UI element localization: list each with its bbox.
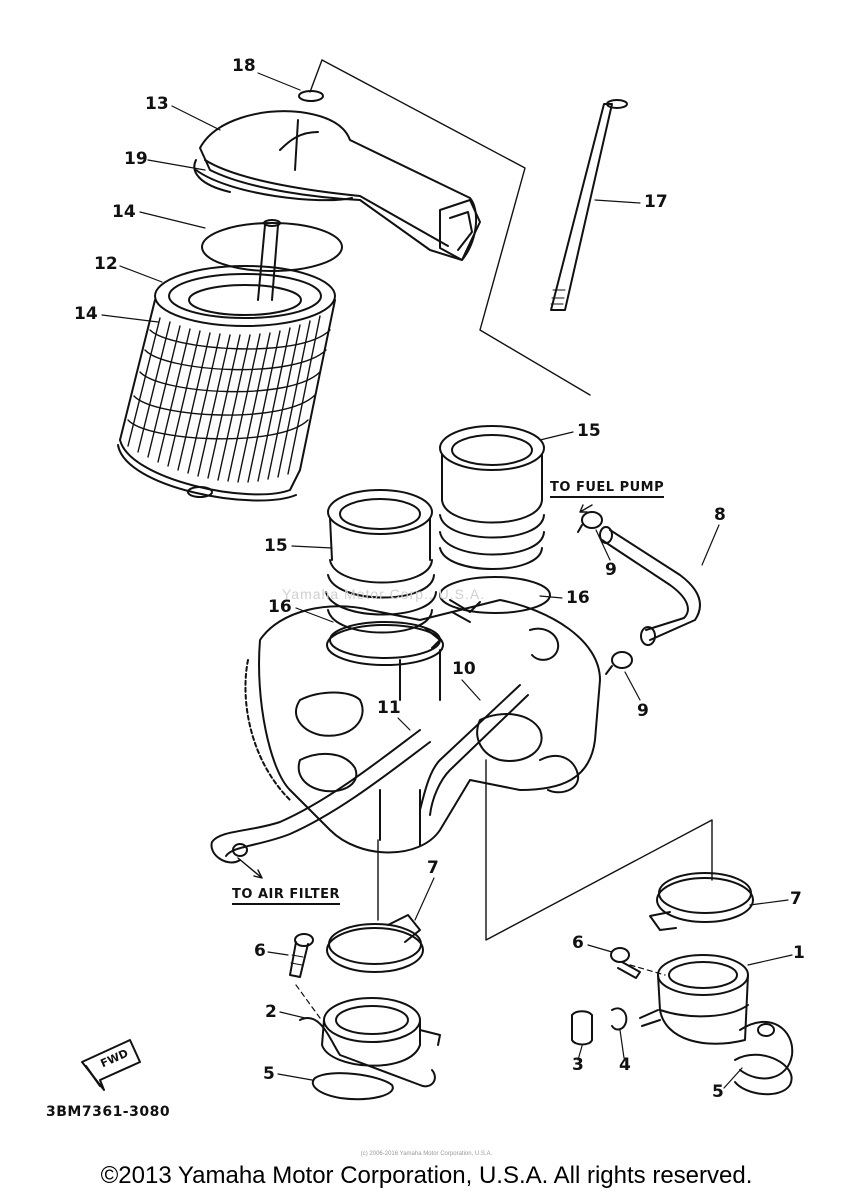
filter-pleats <box>127 315 331 483</box>
callout-13: 13 <box>145 94 169 114</box>
hose-11 <box>210 729 431 864</box>
callout-9-upper: 9 <box>605 560 617 580</box>
callout-14-bottom: 14 <box>74 304 98 324</box>
callout-1: 1 <box>793 943 805 963</box>
callout-15-left: 15 <box>264 536 288 556</box>
callout-5-right: 5 <box>712 1082 724 1102</box>
hose-8 <box>599 526 701 646</box>
oring-14-top <box>201 222 343 272</box>
clamp-7-right <box>649 872 754 931</box>
callout-10: 10 <box>452 659 476 679</box>
callout-7-left: 7 <box>427 858 439 878</box>
fwd-arrow-icon <box>81 1039 141 1091</box>
funnel-15-right <box>439 425 545 570</box>
callout-16-right: 16 <box>566 588 590 608</box>
callout-17: 17 <box>644 192 668 212</box>
callout-4: 4 <box>619 1055 631 1075</box>
clamp-16-right <box>439 576 551 623</box>
callout-12: 12 <box>94 254 118 274</box>
watermark: Yamaha Motor Corp., U.S.A. <box>282 586 486 602</box>
grommet-18 <box>298 90 324 102</box>
callout-18: 18 <box>232 56 256 76</box>
gasket-5-right <box>734 1053 793 1096</box>
screw-6-right <box>610 947 641 979</box>
callout-19: 19 <box>124 149 148 169</box>
seal-19 <box>193 159 353 202</box>
diagram-code: 3BM7361-3080 <box>46 1104 171 1120</box>
funnel-15-left <box>325 489 437 634</box>
callout-2: 2 <box>265 1002 277 1022</box>
to-air-filter-label: TO AIR FILTER <box>232 887 340 905</box>
clamp-7-left <box>326 914 424 973</box>
callout-9-lower: 9 <box>637 701 649 721</box>
gasket-5-left <box>311 1072 394 1101</box>
air-filter-12 <box>117 219 336 502</box>
screw-6-left <box>289 933 314 978</box>
clip-9-upper <box>577 511 603 533</box>
callout-15-right: 15 <box>577 421 601 441</box>
callout-6-left: 6 <box>254 941 266 961</box>
intake-joint-2 <box>299 997 441 1088</box>
hose-10 <box>419 684 529 816</box>
copyright-footer: ©2013 Yamaha Motor Corporation, U.S.A. A… <box>100 1162 753 1189</box>
small-copyright: (c) 2006-2016 Yamaha Motor Corporation, … <box>360 1151 493 1157</box>
callout-16-left: 16 <box>268 597 292 617</box>
carburetor-body <box>244 599 601 854</box>
callout-7-right: 7 <box>790 889 802 909</box>
callout-14-top: 14 <box>112 202 136 222</box>
callout-3: 3 <box>572 1055 584 1075</box>
cap-3 <box>571 1010 593 1046</box>
clip-9-lower <box>605 651 633 675</box>
callout-5-left: 5 <box>263 1064 275 1084</box>
to-fuel-pump-label: TO FUEL PUMP <box>550 480 665 498</box>
callout-6-right: 6 <box>572 933 584 953</box>
clamp-16-left <box>326 621 444 666</box>
intake-joint-1 <box>639 954 794 1080</box>
callout-8: 8 <box>714 505 726 525</box>
clip-4 <box>611 1007 628 1031</box>
callout-11: 11 <box>377 698 401 718</box>
airbox-cover-13 <box>199 110 481 261</box>
bolt-17 <box>550 99 628 311</box>
